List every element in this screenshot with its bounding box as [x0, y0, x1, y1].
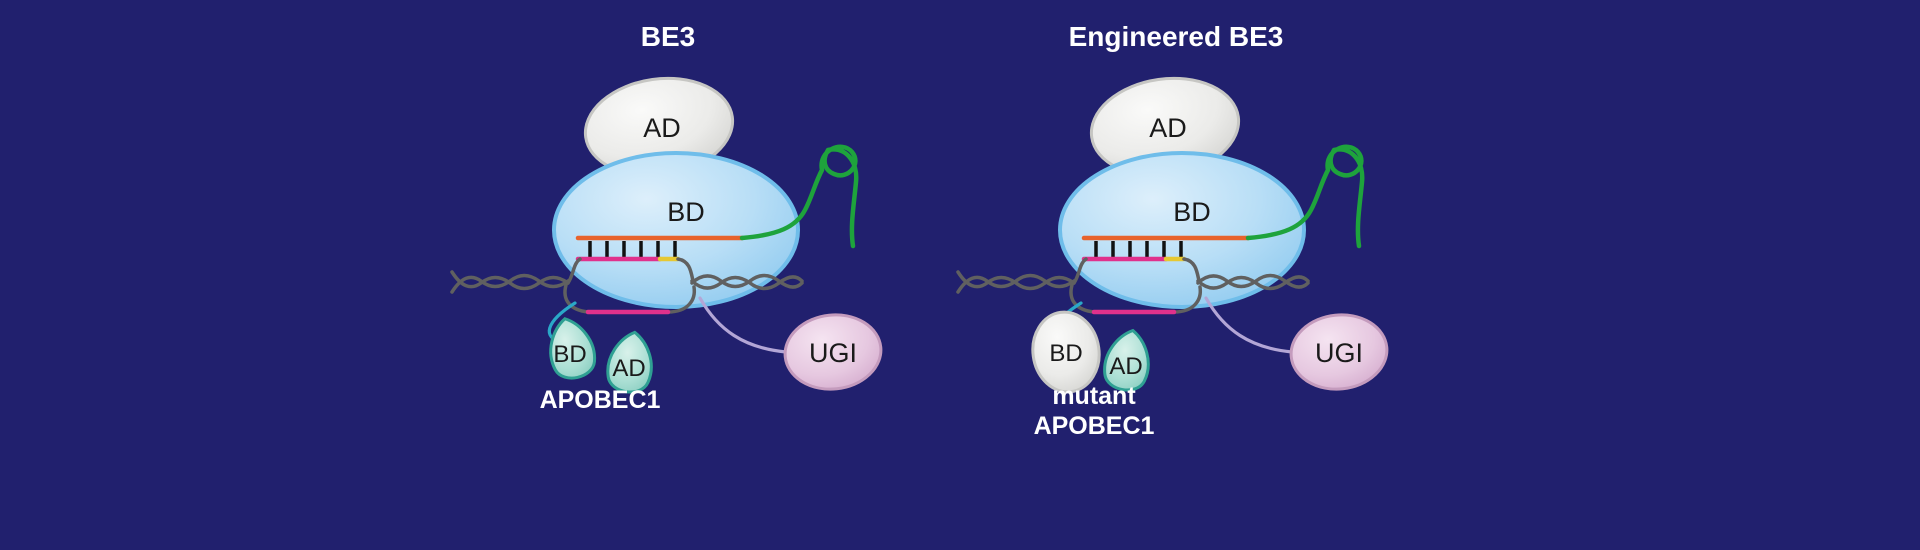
- apobec-ad-label: AD: [612, 355, 645, 382]
- panel-title: Engineered BE3: [1069, 21, 1284, 52]
- dna-helix-right: [1196, 273, 1310, 291]
- panel-engineered-be3: Engineered BE3: [956, 21, 1389, 440]
- apobec-name-line2: APOBEC1: [1034, 412, 1155, 440]
- cas9-bd-label: BD: [1173, 197, 1211, 227]
- cas9-bd-label: BD: [667, 197, 705, 227]
- apobec-bd-label: BD: [1049, 340, 1082, 367]
- apobec-name-label: APOBEC1: [540, 386, 661, 414]
- dna-strand-connectors: [563, 257, 697, 314]
- ugi-shape: [1289, 313, 1389, 391]
- ugi-label: UGI: [809, 338, 857, 368]
- dna-helix-right: [690, 273, 804, 291]
- cas9-bd-body-shape: [552, 151, 800, 309]
- cas9-ad-label: AD: [1149, 113, 1187, 143]
- apobec-name-line1: mutant: [1052, 382, 1136, 410]
- cas9-bd-body-shape: [1058, 151, 1306, 309]
- apobec-ad-leaf: [606, 330, 653, 394]
- sgrna-loop: [739, 144, 859, 249]
- base-pair-ticks: [1094, 241, 1183, 257]
- apobec-bd-leaf: [549, 317, 596, 380]
- apobec-bd-mutant-shape: [1031, 310, 1101, 394]
- dna-helix-left: [450, 270, 570, 294]
- panel-be3: BE3: [450, 21, 883, 414]
- linker-lavender: [698, 296, 788, 354]
- apobec-ad-label: AD: [1109, 353, 1142, 380]
- cas9-ad-label: AD: [643, 113, 681, 143]
- ugi-label: UGI: [1315, 338, 1363, 368]
- panel-title: BE3: [641, 21, 695, 52]
- linker-lavender: [1204, 296, 1294, 354]
- apobec-ad-leaf: [1103, 328, 1150, 392]
- dna-strand-connectors: [1069, 257, 1203, 314]
- base-pair-ticks: [588, 241, 677, 257]
- sgrna-loop: [1245, 144, 1365, 249]
- apobec-bd-label: BD: [553, 341, 586, 368]
- ugi-shape: [783, 313, 883, 391]
- dna-helix-left: [956, 270, 1076, 294]
